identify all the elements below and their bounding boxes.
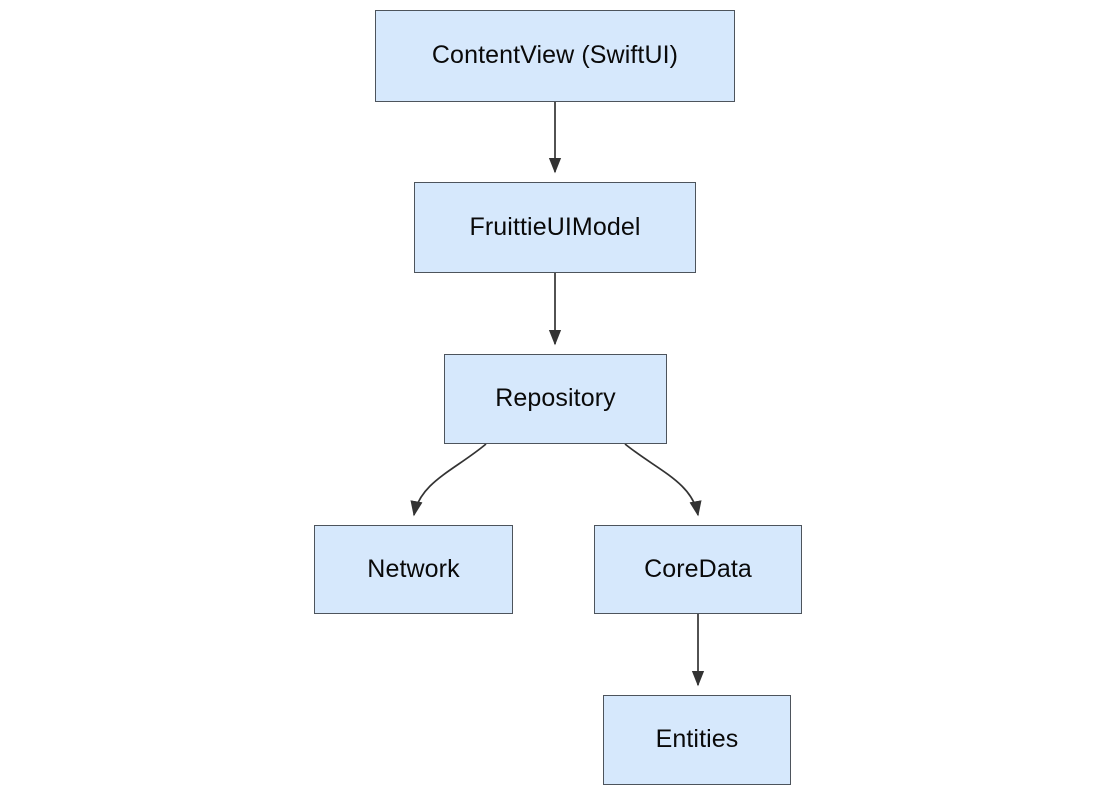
node-repository-label: Repository [495, 384, 616, 413]
node-coredata-label: CoreData [644, 554, 752, 583]
node-entities[interactable]: Entities [603, 695, 791, 785]
node-coredata[interactable]: CoreData [594, 525, 802, 614]
node-entities-label: Entities [655, 725, 739, 754]
edge-repository-network [410, 443, 487, 517]
node-contentview[interactable]: ContentView (SwiftUI) [375, 10, 735, 102]
node-contentview-label: ContentView (SwiftUI) [431, 41, 679, 70]
node-fruittieuimodel[interactable]: FruittieUIModel [414, 182, 696, 273]
node-network-label: Network [367, 554, 460, 583]
node-network[interactable]: Network [314, 525, 513, 614]
node-repository[interactable]: Repository [444, 354, 667, 444]
node-fruittieuimodel-label: FruittieUIModel [469, 212, 641, 241]
edge-repository-coredata [624, 443, 702, 517]
